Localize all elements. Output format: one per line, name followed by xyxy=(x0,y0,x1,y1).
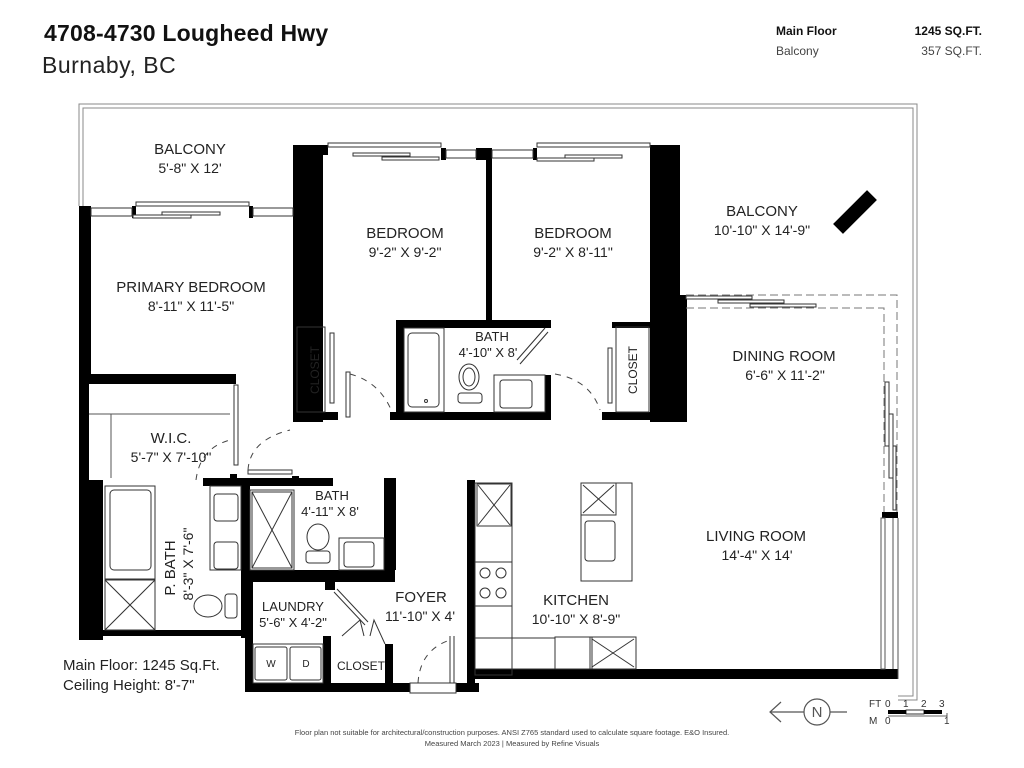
balcony-outline xyxy=(78,103,918,701)
foyer-name: FOYER xyxy=(395,589,447,606)
area-summary-table: Main Floor 1245 SQ.FT. Balcony 357 SQ.FT… xyxy=(776,24,982,64)
area-row-balcony: Balcony 357 SQ.FT. xyxy=(776,44,982,64)
p-bath-dim: 8'-3" X 7'-6" xyxy=(180,528,196,601)
scale-m-tick-1: 1 xyxy=(944,716,950,727)
scale-m-label: M xyxy=(869,716,877,727)
disclaimer-line-2: Measured March 2023 | Measured by Refine… xyxy=(424,739,600,748)
wic-shelves xyxy=(89,413,230,478)
kitchen-fixtures xyxy=(474,482,637,676)
washer-label: W xyxy=(266,659,276,670)
disclaimer-line-1: Floor plan not suitable for architectura… xyxy=(294,728,730,737)
area-value: 357 SQ.FT. xyxy=(921,44,982,58)
scale-bar: FT 0 1 2 3 M 0 1 xyxy=(869,699,950,727)
bedroom-1-name: BEDROOM xyxy=(366,225,444,242)
scale-ft-tick-0: 0 xyxy=(885,699,891,710)
area-label: Balcony xyxy=(776,44,819,58)
kitchen-name: KITCHEN xyxy=(543,592,609,609)
sliding-doors xyxy=(132,142,897,511)
living-room-dim: 14'-4" X 14' xyxy=(721,547,792,563)
windows xyxy=(90,149,534,217)
closets xyxy=(233,326,650,475)
balcony-east-dim: 10'-10" X 14'-9" xyxy=(714,222,810,238)
kitchen-dim: 10'-10" X 8'-9" xyxy=(532,611,620,627)
laundry-fixtures xyxy=(252,643,324,684)
closet-2-label: CLOSET xyxy=(626,345,640,394)
east-glazing xyxy=(880,517,899,679)
room-labels: BALCONY 5'-8" X 12' PRIMARY BEDROOM 8'-1… xyxy=(116,141,835,673)
closet-1-label: CLOSET xyxy=(308,345,322,394)
wic-dim: 5'-7" X 7'-10" xyxy=(131,449,212,465)
door-swings xyxy=(195,373,601,684)
balcony-east-name: BALCONY xyxy=(726,203,798,220)
p-bath-name: P. BATH xyxy=(162,540,179,595)
disclaimer: Floor plan not suitable for architectura… xyxy=(0,727,1024,749)
bath1-fixtures xyxy=(403,327,546,413)
north-label: N xyxy=(812,704,823,721)
bath2-fixtures xyxy=(249,489,385,571)
dining-dashed-outline xyxy=(686,294,898,512)
property-address: 4708-4730 Lougheed Hwy xyxy=(44,20,329,46)
bedroom-2-name: BEDROOM xyxy=(534,225,612,242)
scale-ft-tick-1: 1 xyxy=(903,699,909,710)
balcony-west-name: BALCONY xyxy=(154,141,226,158)
foyer-dim: 11'-10" X 4' xyxy=(385,608,455,624)
bedroom-1-dim: 9'-2" X 9'-2" xyxy=(369,244,442,260)
property-city: Burnaby, BC xyxy=(42,52,177,78)
closet-3-label: CLOSET xyxy=(337,659,386,673)
ceiling-height: Ceiling Height: 8'-7" xyxy=(63,677,195,694)
bath-1-dim: 4'-10" X 8' xyxy=(459,345,518,360)
living-room-name: LIVING ROOM xyxy=(706,528,806,545)
scale-ft-tick-2: 2 xyxy=(921,699,927,710)
primary-bedroom-dim: 8'-11" X 11'-5" xyxy=(148,298,234,314)
bedroom-2-dim: 9'-2" X 8'-11" xyxy=(533,244,613,260)
dryer-label: D xyxy=(302,659,309,670)
scale-ft-label: FT xyxy=(869,699,881,710)
main-floor-area: Main Floor: 1245 Sq.Ft. xyxy=(63,657,220,674)
primary-bedroom-name: PRIMARY BEDROOM xyxy=(116,279,265,296)
laundry-dim: 5'-6" X 4'-2" xyxy=(259,615,327,630)
north-arrow-icon xyxy=(769,698,847,726)
scale-ft-tick-3: 3 xyxy=(939,699,945,710)
wic-name: W.I.C. xyxy=(151,430,192,447)
area-row-main-floor: Main Floor 1245 SQ.FT. xyxy=(776,24,982,44)
area-value: 1245 SQ.FT. xyxy=(914,24,982,38)
area-label: Main Floor xyxy=(776,24,837,38)
bath-2-dim: 4'-11" X 8' xyxy=(301,504,359,519)
walls xyxy=(79,145,898,692)
laundry-name: LAUNDRY xyxy=(262,599,324,614)
bath-2-name: BATH xyxy=(315,488,349,503)
bath-1-name: BATH xyxy=(475,329,509,344)
floor-summary: Main Floor: 1245 Sq.Ft. Ceiling Height: … xyxy=(63,656,220,696)
balcony-west-dim: 5'-8" X 12' xyxy=(158,160,221,176)
doors xyxy=(333,327,549,694)
balcony-post xyxy=(833,190,877,234)
dining-room-name: DINING ROOM xyxy=(732,348,835,365)
dining-room-dim: 6'-6" X 11'-2" xyxy=(745,367,825,383)
scale-m-tick-0: 0 xyxy=(885,716,891,727)
pbath-fixtures xyxy=(104,485,242,631)
